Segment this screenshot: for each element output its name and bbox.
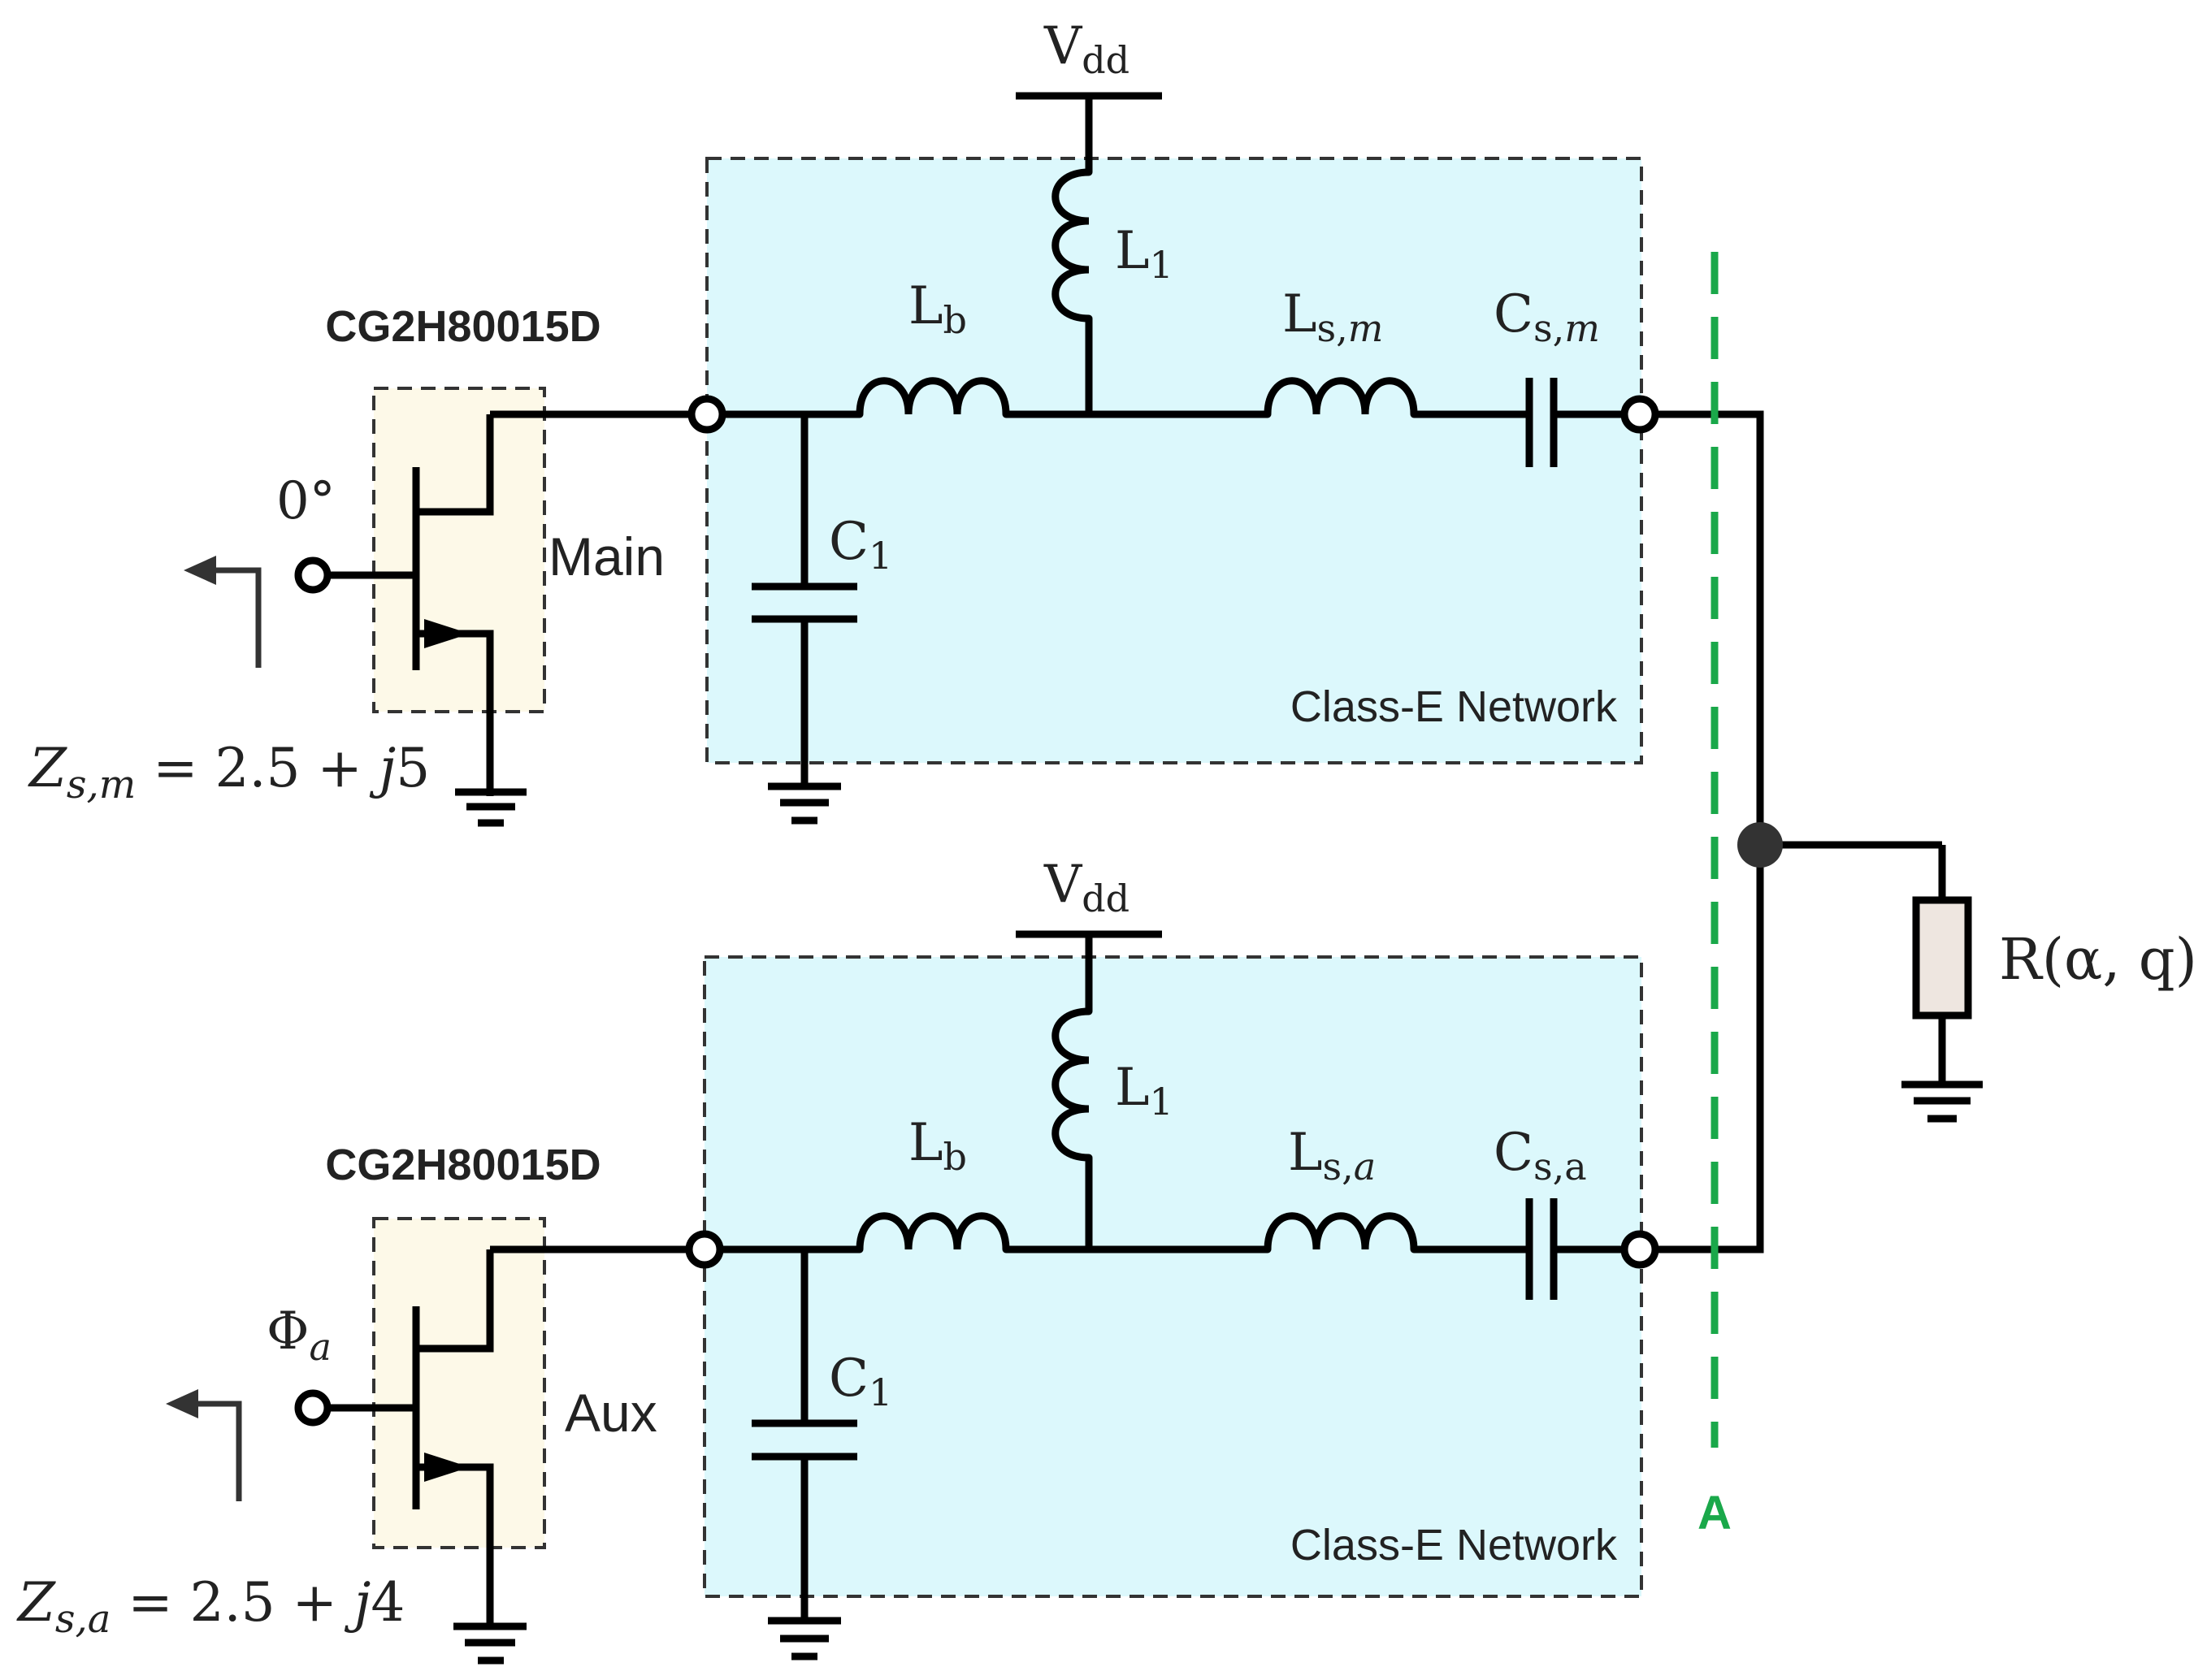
aux-l1-label: L1 bbox=[1115, 1058, 1173, 1124]
main-branch: CG2H80015D Main 0° Class-E Network Vdd L… bbox=[28, 16, 1764, 845]
aux-lb-inductor-icon bbox=[856, 1212, 1010, 1254]
load-label: R(α, q) bbox=[1999, 926, 2197, 993]
aux-network-output-port bbox=[1620, 1230, 1659, 1269]
main-source-ground-icon bbox=[455, 788, 527, 827]
main-network-input-port bbox=[687, 395, 726, 434]
main-class-e-network-box bbox=[705, 157, 1643, 764]
aux-source-ground-icon bbox=[453, 1622, 527, 1665]
load-resistor-icon bbox=[1912, 896, 1972, 1020]
main-cs-label: Cs,m bbox=[1494, 284, 1600, 350]
main-c1-capacitor-icon bbox=[752, 414, 857, 825]
aux-device-label: CG2H80015D bbox=[325, 1141, 601, 1189]
main-transistor-icon bbox=[315, 414, 494, 796]
main-input-port bbox=[294, 556, 332, 594]
main-vdd-label: Vdd bbox=[1043, 16, 1130, 82]
main-source-impedance-label: Zs,m = 2.5 + j5 bbox=[28, 737, 430, 808]
combiner-and-load: R(α, q) bbox=[1737, 822, 2197, 1123]
aux-transistor-icon bbox=[315, 1249, 494, 1626]
main-impedance-arrow-icon bbox=[184, 556, 262, 668]
reference-plane-a: A bbox=[1698, 252, 1732, 1539]
aux-role-label: Aux bbox=[565, 1383, 657, 1443]
main-l1-label: L1 bbox=[1115, 221, 1173, 287]
aux-network-label: Class-E Network bbox=[1290, 1521, 1618, 1570]
reference-plane-label: A bbox=[1698, 1487, 1732, 1539]
aux-class-e-network-box bbox=[703, 955, 1643, 1598]
aux-l1-inductor-icon bbox=[1051, 1007, 1093, 1162]
aux-c1-capacitor-icon bbox=[752, 1249, 857, 1661]
aux-input-phase-label: Φa bbox=[267, 1301, 332, 1369]
aux-source-impedance-label: Zs,a = 2.5 + j4 bbox=[16, 1571, 405, 1642]
aux-transistor-box bbox=[372, 1217, 546, 1549]
main-network-label: Class-E Network bbox=[1290, 682, 1618, 731]
combining-node bbox=[1737, 822, 1783, 868]
aux-ls-inductor-icon bbox=[1264, 1212, 1418, 1254]
main-c1-label: C1 bbox=[829, 512, 892, 578]
load-ground-icon bbox=[1901, 1080, 1983, 1123]
aux-vdd-label: Vdd bbox=[1043, 855, 1130, 920]
aux-branch: CG2H80015D Aux Φa Class-E Network Vdd L1… bbox=[16, 845, 1764, 1665]
aux-ls-label: Ls,a bbox=[1288, 1123, 1376, 1189]
aux-c1-label: C1 bbox=[829, 1349, 892, 1414]
main-lb-label: Lb bbox=[908, 276, 967, 342]
main-role-label: Main bbox=[548, 526, 665, 587]
main-ls-inductor-icon bbox=[1264, 377, 1418, 418]
main-network-output-port bbox=[1620, 395, 1659, 434]
aux-network-input-port bbox=[685, 1230, 724, 1269]
aux-cs-label: Cs,a bbox=[1494, 1123, 1587, 1189]
main-l1-inductor-icon bbox=[1051, 168, 1093, 323]
aux-impedance-arrow-icon bbox=[166, 1389, 242, 1501]
main-device-label: CG2H80015D bbox=[325, 302, 601, 351]
main-ls-label: Ls,m bbox=[1282, 284, 1383, 350]
main-cs-capacitor-icon bbox=[1525, 378, 1558, 467]
main-transistor-box bbox=[372, 387, 546, 713]
main-input-phase-label: 0° bbox=[276, 471, 336, 531]
aux-input-port bbox=[294, 1389, 332, 1427]
aux-lb-label: Lb bbox=[908, 1113, 967, 1179]
main-lb-inductor-icon bbox=[856, 377, 1010, 418]
